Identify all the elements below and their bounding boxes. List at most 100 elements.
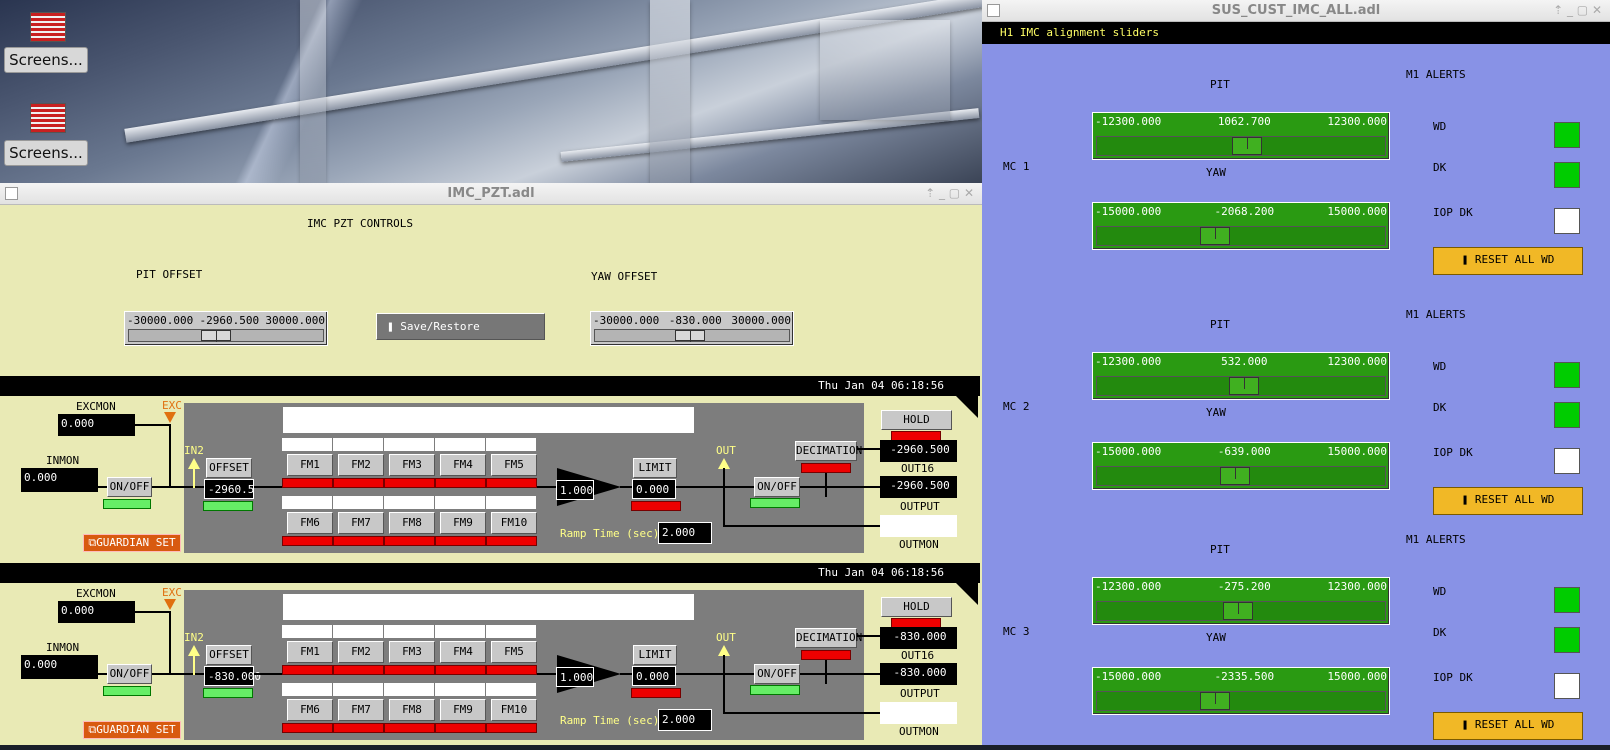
- offset-readout[interactable]: -2960.5: [204, 479, 254, 499]
- sus-titlebar[interactable]: SUS_CUST_IMC_ALL.adl ⇡ _ ▢ ✕: [982, 0, 1610, 22]
- reset-all-wd-label: RESET ALL WD: [1474, 253, 1555, 266]
- corner-marker: [956, 583, 978, 605]
- window-menu-icon[interactable]: [5, 187, 18, 200]
- ramp-time-input[interactable]: 2.000: [658, 709, 712, 731]
- desktop-screens-launcher[interactable]: Screens...: [4, 140, 88, 166]
- input-onoff-button[interactable]: ON/OFF: [107, 477, 152, 497]
- screens-app-icon[interactable]: [30, 103, 66, 133]
- filter-fm6-button[interactable]: FM6: [287, 699, 333, 721]
- offset-button[interactable]: OFFSET: [206, 645, 252, 665]
- gain-readout[interactable]: 1.000: [556, 480, 594, 500]
- desktop-background: [0, 0, 982, 183]
- pzt-titlebar[interactable]: IMC_PZT.adl ⇡ _ ▢ ✕: [0, 183, 982, 205]
- yaw-slider[interactable]: -15000.000 -2068.200 15000.000: [1092, 202, 1390, 250]
- filter-fm2-button[interactable]: FM2: [338, 454, 384, 476]
- reset-all-wd-button[interactable]: ❚ RESET ALL WD: [1433, 247, 1583, 275]
- filter-fm9-button[interactable]: FM9: [440, 512, 486, 534]
- filter-fm3-button[interactable]: FM3: [389, 454, 435, 476]
- filter-fm1-led: [282, 478, 333, 488]
- ramp-time-input[interactable]: 2.000: [658, 522, 712, 544]
- input-onoff-button[interactable]: ON/OFF: [107, 664, 152, 684]
- filter-fm8-button[interactable]: FM8: [389, 512, 435, 534]
- filter-fm10-led: [486, 536, 537, 546]
- filter-fm3-led: [384, 665, 435, 675]
- filter-fm1-led: [282, 665, 333, 675]
- gain-readout[interactable]: 1.000: [556, 667, 594, 687]
- offset-readout[interactable]: -830.000: [204, 666, 261, 686]
- slider-value: -2068.200: [1214, 205, 1275, 218]
- filter-name-field: [283, 594, 694, 620]
- filter-fm8-button[interactable]: FM8: [389, 699, 435, 721]
- filter-fm2-button[interactable]: FM2: [338, 641, 384, 663]
- fm-name-field: [384, 496, 434, 509]
- slider-value: -2335.500: [1214, 670, 1275, 683]
- filter-fm5-button[interactable]: FM5: [491, 641, 537, 663]
- filter-fm5-button[interactable]: FM5: [491, 454, 537, 476]
- decimation-button[interactable]: DECIMATION: [795, 628, 862, 648]
- filter-fm7-button[interactable]: FM7: [338, 512, 384, 534]
- pit-label: PIT: [1210, 543, 1230, 556]
- reset-all-wd-button[interactable]: ❚ RESET ALL WD: [1433, 487, 1583, 515]
- slider-thumb[interactable]: [201, 330, 232, 342]
- fm-name-field: [333, 496, 383, 509]
- filter-fm9-button[interactable]: FM9: [440, 699, 486, 721]
- hold-output-button[interactable]: HOLD OUTPUT: [881, 597, 952, 631]
- output-onoff-button[interactable]: ON/OFF: [754, 664, 800, 684]
- filter-fm1-button[interactable]: FM1: [287, 641, 333, 663]
- limit-readout[interactable]: 0.000: [632, 479, 676, 499]
- save-restore-button[interactable]: ❚ Save/Restore: [376, 313, 545, 340]
- window-controls[interactable]: ⇡ _ ▢ ✕: [1553, 3, 1602, 17]
- slider-thumb[interactable]: [1220, 467, 1251, 485]
- output-onoff-button[interactable]: ON/OFF: [754, 477, 800, 497]
- hold-output-button[interactable]: HOLD OUTPUT: [881, 410, 952, 444]
- filter-fm10-button[interactable]: FM10: [491, 699, 537, 721]
- out-arrow-icon: [718, 458, 730, 469]
- filter-fm4-button[interactable]: FM4: [440, 641, 486, 663]
- filter-fm7-button[interactable]: FM7: [338, 699, 384, 721]
- slider-thumb[interactable]: [1231, 137, 1262, 155]
- slider-max: 15000.000: [1327, 205, 1387, 218]
- slider-thumb[interactable]: [1200, 692, 1231, 710]
- fm-name-field: [333, 683, 383, 696]
- filter-fm10-button[interactable]: FM10: [491, 512, 537, 534]
- filter-fm6-button[interactable]: FM6: [287, 512, 333, 534]
- filter-fm3-button[interactable]: FM3: [389, 641, 435, 663]
- out-label: OUT: [716, 631, 736, 644]
- yaw-offset-label: YAW OFFSET: [591, 270, 658, 283]
- guardian-set-button[interactable]: ⧉GUARDIAN SET: [83, 721, 181, 739]
- slider-thumb[interactable]: [1200, 227, 1231, 245]
- filter-fm4-button[interactable]: FM4: [440, 454, 486, 476]
- desktop-screens-launcher[interactable]: Screens...: [4, 47, 88, 73]
- decimation-button[interactable]: DECIMATION: [795, 441, 862, 461]
- reset-all-wd-button[interactable]: ❚ RESET ALL WD: [1433, 712, 1583, 740]
- filter-fm3-led: [384, 478, 435, 488]
- screens-app-icon[interactable]: [30, 12, 66, 42]
- in2-label: IN2: [184, 444, 204, 457]
- guardian-set-button[interactable]: ⧉GUARDIAN SET: [83, 534, 181, 552]
- filter-fm1-button[interactable]: FM1: [287, 454, 333, 476]
- limit-button[interactable]: LIMIT: [633, 645, 677, 665]
- offset-button[interactable]: OFFSET: [206, 458, 252, 478]
- reset-all-wd-label: RESET ALL WD: [1474, 493, 1555, 506]
- limit-button[interactable]: LIMIT: [633, 458, 677, 478]
- wd-status-led: [1554, 587, 1580, 613]
- exc-label: EXC: [162, 586, 182, 599]
- slider-thumb[interactable]: [1228, 377, 1259, 395]
- window-menu-icon[interactable]: [987, 4, 1000, 17]
- slider-min: -15000.000: [1095, 205, 1162, 218]
- window-title: SUS_CUST_IMC_ALL.adl: [1211, 3, 1381, 18]
- slider-thumb[interactable]: [675, 330, 706, 342]
- window-controls[interactable]: ⇡ _ ▢ ✕: [925, 186, 974, 200]
- mc-name: MC 2: [1003, 400, 1030, 413]
- slider-thumb[interactable]: [1223, 602, 1254, 620]
- iop-dk-label: IOP DK: [1433, 206, 1473, 219]
- limit-readout[interactable]: 0.000: [632, 666, 676, 686]
